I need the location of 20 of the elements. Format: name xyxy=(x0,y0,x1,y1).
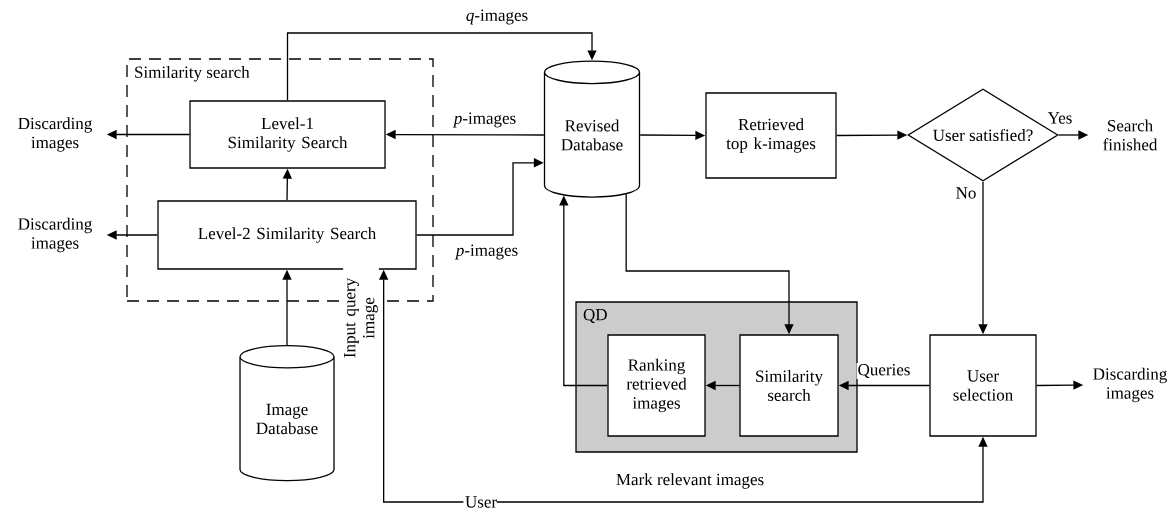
edge-label: No xyxy=(954,186,978,200)
database-cylinder: Revised Database xyxy=(543,60,641,198)
text-label: Discarding images xyxy=(1093,367,1167,403)
process-box: Level-1 Similarity Search xyxy=(189,100,386,169)
edge-label: q-images xyxy=(464,8,530,26)
text-label: Search finished xyxy=(1103,119,1158,151)
text-label: Discarding images xyxy=(18,217,92,253)
process-box: Similarity search xyxy=(739,334,839,437)
edge-label: Input query image xyxy=(343,267,379,369)
process-box: User selection xyxy=(929,334,1037,437)
process-box: Ranking retrieved images xyxy=(607,334,706,437)
database-cylinder: Image Database xyxy=(239,344,335,482)
edge-label: p-images xyxy=(454,243,520,261)
process-box: Retrieved top k-images xyxy=(705,92,837,179)
edge-label: p-images xyxy=(452,111,518,129)
edge-label: Queries xyxy=(856,363,912,379)
arrow xyxy=(286,32,597,101)
edge-label: Mark relevant images xyxy=(614,472,766,490)
text-label: Discarding images xyxy=(18,117,92,152)
text-label: User xyxy=(465,496,497,508)
